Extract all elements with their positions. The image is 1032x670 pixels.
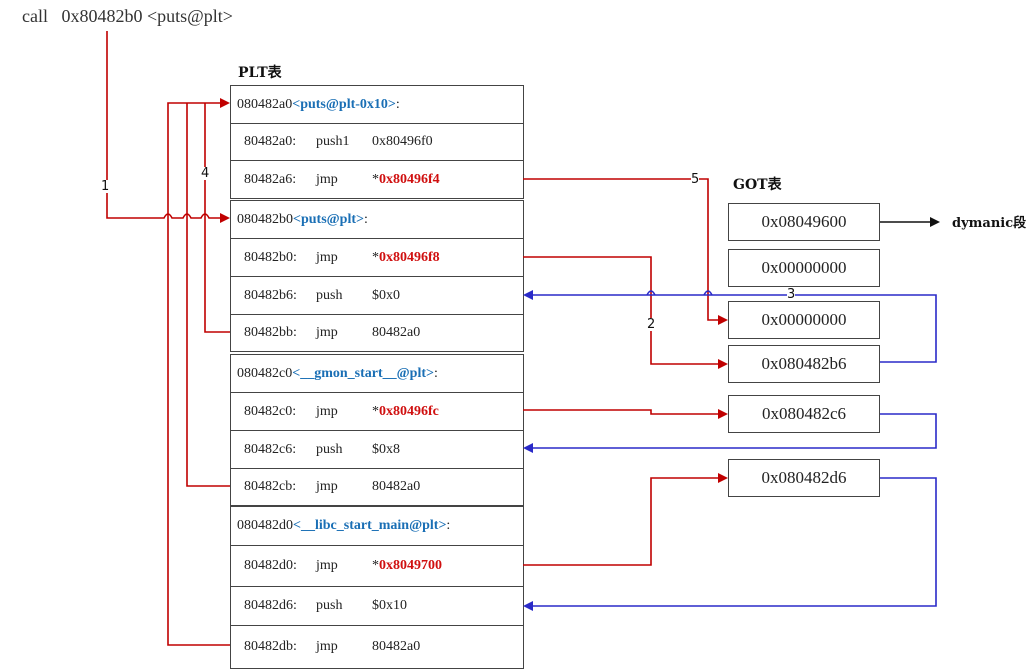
- plt-entry-symbol: <puts@plt-0x10>: [292, 96, 396, 112]
- instruction-deref: *: [372, 171, 379, 187]
- plt-instruction-row: 80482db: jmp 80482a0: [230, 625, 524, 669]
- arrowhead-step-4: [220, 98, 230, 108]
- step-label-1: 1: [101, 179, 110, 194]
- dynamic-section-label: dymanic段: [952, 216, 1027, 231]
- instruction-address: 80482b6:: [244, 287, 297, 303]
- instruction-operand: 0x80496f0: [372, 134, 433, 149]
- call-operand: 0x80482b0 <puts@plt>: [61, 6, 233, 26]
- instruction-address: 80482d0:: [244, 558, 297, 573]
- plt-instruction-row: 80482cb: jmp 80482a0: [230, 468, 524, 506]
- plt-instruction-row: 80482a6: jmp *0x80496f4: [230, 160, 524, 199]
- got-entry: 0x080482b6: [728, 345, 880, 383]
- instruction-address: 80482cb:: [244, 479, 297, 494]
- got-entry: 0x00000000: [728, 249, 880, 287]
- instruction-operand: 0x8049700: [379, 558, 442, 573]
- plt-entry-header: 080482a0 <puts@plt-0x10>:: [230, 85, 524, 124]
- call-instruction: call 0x80482b0 <puts@plt>: [22, 6, 233, 27]
- plt-entry-symbol: <__libc_start_main@plt>: [293, 518, 447, 533]
- instruction-operand: 0x80496f4: [379, 171, 440, 187]
- instruction-operand: $0x0: [372, 287, 400, 303]
- instruction-operand: 80482a0: [372, 325, 421, 340]
- step-label-3: 3: [787, 287, 796, 302]
- arrow-libc-got: [523, 477, 719, 566]
- instruction-opcode: jmp: [316, 479, 338, 494]
- plt-entry-address: 080482b0: [237, 211, 293, 227]
- arrowhead-dynamic: [930, 217, 940, 227]
- arrow-gmon-got: [523, 409, 719, 415]
- plt-instruction-row: 80482d0: jmp *0x8049700: [230, 545, 524, 587]
- call-mnemonic: call: [22, 6, 48, 26]
- instruction-address: 80482bb:: [244, 325, 297, 340]
- instruction-opcode: push: [316, 441, 343, 457]
- plt-instruction-row: 80482b0: jmp *0x80496f8: [230, 238, 524, 277]
- plt-instruction-row: 80482d6: push $0x10: [230, 586, 524, 626]
- instruction-opcode: jmp: [316, 558, 338, 573]
- instruction-operand: 0x80496fc: [379, 403, 439, 419]
- instruction-address: 80482db:: [244, 639, 297, 654]
- arrow-step-3: [533, 290, 937, 363]
- arrow-step-1: [106, 31, 221, 219]
- arrowhead-step-3: [523, 290, 533, 300]
- arrow-step-2: [523, 256, 719, 365]
- plt-instruction-row: 80482bb: jmp 80482a0: [230, 314, 524, 352]
- instruction-opcode: jmp: [316, 639, 338, 654]
- instruction-opcode: jmp: [316, 325, 338, 340]
- instruction-opcode: jmp: [316, 171, 338, 187]
- got-entry: 0x080482d6: [728, 459, 880, 497]
- instruction-operand: $0x8: [372, 441, 400, 457]
- arrow-gmon-jmp-plt0: [186, 103, 230, 487]
- arrowhead-step-5: [718, 315, 728, 325]
- arrow-gmon-return: [533, 413, 937, 449]
- arrowhead-libc-return: [523, 601, 533, 611]
- instruction-deref: *: [372, 403, 379, 419]
- arrow-step-5: [523, 178, 719, 321]
- arrow-libc-jmp-plt0: [167, 102, 230, 646]
- got-entry: 0x08049600: [728, 203, 880, 241]
- instruction-opcode: jmp: [316, 249, 338, 265]
- arrowhead-libc-got: [718, 473, 728, 483]
- instruction-opcode: push: [316, 287, 343, 303]
- plt-entry-symbol: <__gmon_start__@plt>: [292, 365, 434, 381]
- instruction-opcode: push: [316, 598, 343, 613]
- instruction-address: 80482a0:: [244, 134, 297, 149]
- arrowhead-gmon-return: [523, 443, 533, 453]
- instruction-operand: 0x80496f8: [379, 249, 440, 265]
- instruction-address: 80482d6:: [244, 598, 297, 613]
- arrowhead-gmon-got: [718, 409, 728, 419]
- instruction-deref: *: [372, 558, 379, 573]
- instruction-address: 80482b0:: [244, 249, 297, 265]
- instruction-deref: *: [372, 249, 379, 265]
- instruction-opcode: jmp: [316, 403, 338, 419]
- plt-entry-header: 080482b0 <puts@plt>:: [230, 200, 524, 239]
- instruction-address: 80482a6:: [244, 171, 297, 187]
- instruction-operand: 80482a0: [372, 639, 421, 654]
- got-entry: 0x00000000: [728, 301, 880, 339]
- got-entry: 0x080482c6: [728, 395, 880, 433]
- step-label-4: 4: [201, 166, 210, 181]
- step-label-2: 2: [647, 317, 656, 332]
- plt-entry-colon: :: [433, 365, 438, 381]
- plt-instruction-row: 80482c6: push $0x8: [230, 430, 524, 469]
- plt-entry-address: 080482a0: [237, 96, 293, 112]
- got-title: GOT表: [733, 177, 782, 193]
- instruction-operand: 80482a0: [372, 479, 421, 494]
- instruction-address: 80482c6:: [244, 441, 297, 457]
- plt-entry-colon: :: [395, 96, 400, 112]
- plt-entry-colon: :: [364, 211, 368, 227]
- plt-title: PLT表: [238, 65, 282, 81]
- plt-entry-header: 080482c0 <__gmon_start__@plt>:: [230, 354, 524, 393]
- instruction-operand: $0x10: [372, 598, 407, 613]
- plt-entry-address: 080482d0: [237, 518, 293, 533]
- instruction-address: 80482c0:: [244, 403, 297, 419]
- plt-entry-address: 080482c0: [237, 365, 293, 381]
- instruction-opcode: push1: [316, 134, 350, 149]
- arrowhead-step-1: [220, 213, 230, 223]
- arrowhead-step-2: [718, 359, 728, 369]
- plt-entry-colon: :: [446, 518, 451, 533]
- step-label-5: 5: [691, 172, 700, 187]
- arrow-libc-return: [533, 477, 937, 607]
- plt-entry-symbol: <puts@plt>: [293, 211, 364, 227]
